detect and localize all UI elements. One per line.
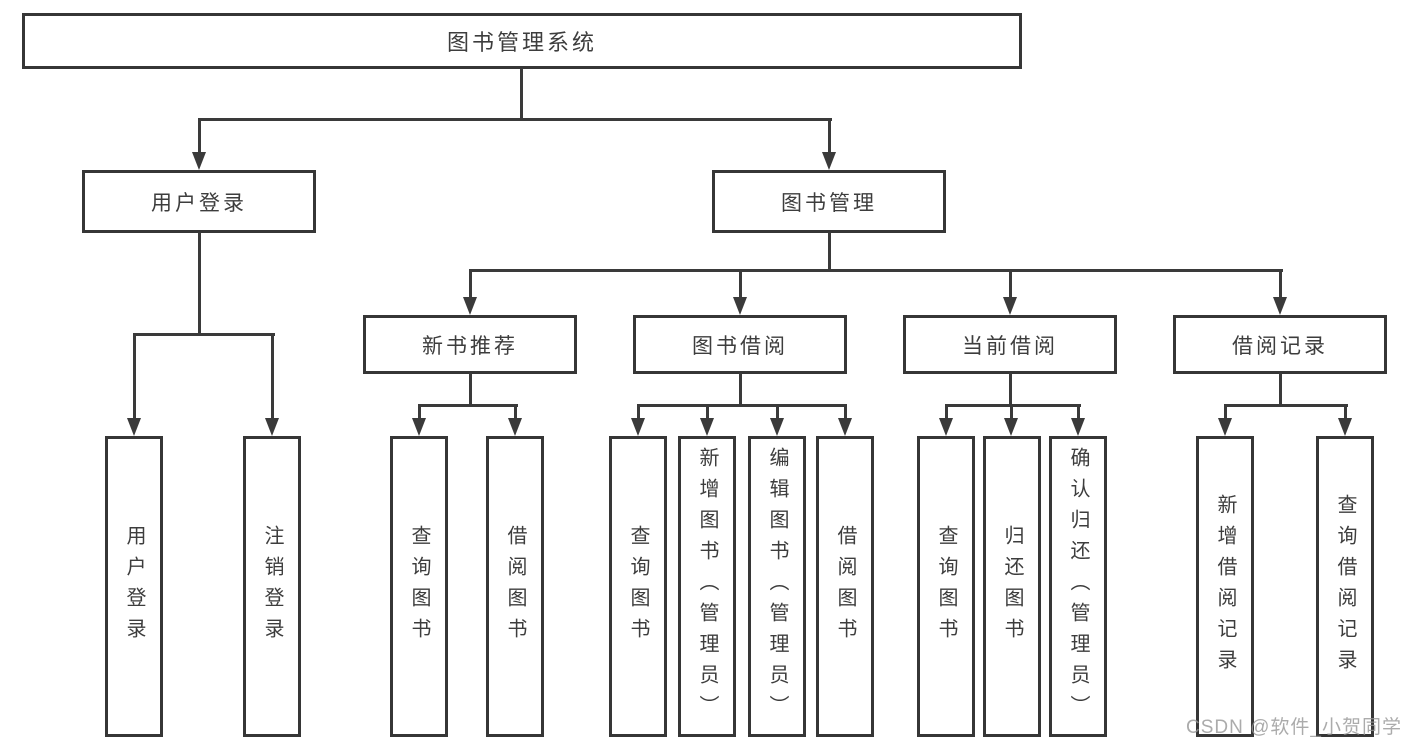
node-label: 查询图书 — [627, 524, 649, 649]
connector-line — [739, 269, 742, 299]
connector-line — [1077, 404, 1080, 420]
node-label: 新书推荐 — [422, 334, 518, 358]
arrow-down-icon — [265, 418, 279, 436]
leaf-add-borrow-record: 新增借阅记录 — [1196, 436, 1254, 737]
connector-line — [945, 404, 1081, 407]
leaf-user-login: 用户登录 — [105, 436, 163, 737]
leaf-borrow-books: 借阅图书 — [816, 436, 874, 737]
connector-line — [828, 118, 831, 154]
connector-line — [198, 118, 201, 154]
node-label: 确认归还（管理员） — [1067, 447, 1089, 726]
connector-line — [198, 232, 201, 335]
node-label: 图书借阅 — [692, 334, 788, 358]
connector-line — [469, 269, 1283, 272]
leaf-query-books-borrowing: 查询图书 — [609, 436, 667, 737]
connector-line — [418, 404, 421, 420]
connector-line — [1344, 404, 1347, 420]
connector-line — [469, 269, 472, 299]
arrow-down-icon — [1071, 418, 1085, 436]
connector-line — [418, 404, 518, 407]
arrow-down-icon — [127, 418, 141, 436]
node-library-management-system: 图书管理系统 — [22, 13, 1022, 69]
arrow-down-icon — [192, 152, 206, 170]
node-label: 新增借阅记录 — [1214, 493, 1236, 680]
node-current-borrowing: 当前借阅 — [903, 315, 1117, 374]
connector-line — [133, 333, 275, 336]
connector-line — [637, 404, 847, 407]
leaf-add-books-admin: 新增图书（管理员） — [678, 436, 736, 737]
node-book-management: 图书管理 — [712, 170, 946, 233]
connector-line — [469, 373, 472, 407]
leaf-edit-books-admin: 编辑图书（管理员） — [748, 436, 806, 737]
arrow-down-icon — [631, 418, 645, 436]
connector-line — [1279, 269, 1282, 299]
connector-line — [1224, 404, 1227, 420]
connector-line — [133, 333, 136, 420]
connector-line — [514, 404, 517, 420]
arrow-down-icon — [733, 297, 747, 315]
node-label: 图书管理系统 — [446, 30, 597, 55]
arrow-down-icon — [822, 152, 836, 170]
connector-line — [828, 232, 831, 272]
connector-line — [776, 404, 779, 420]
csdn-watermark: CSDN @软件_小贺同学 — [1186, 717, 1402, 738]
node-label: 用户登录 — [123, 524, 145, 649]
connector-line — [1009, 373, 1012, 407]
node-label: 借阅图书 — [504, 524, 526, 649]
arrow-down-icon — [1004, 418, 1018, 436]
node-book-borrowing: 图书借阅 — [633, 315, 847, 374]
leaf-confirm-return-admin: 确认归还（管理员） — [1049, 436, 1107, 737]
node-label: 编辑图书（管理员） — [766, 447, 788, 726]
node-label: 查询图书 — [408, 524, 430, 649]
node-label: 归还图书 — [1001, 524, 1023, 649]
arrow-down-icon — [939, 418, 953, 436]
connector-line — [198, 118, 832, 121]
leaf-logout: 注销登录 — [243, 436, 301, 737]
connector-line — [271, 333, 274, 420]
arrow-down-icon — [770, 418, 784, 436]
connector-line — [706, 404, 709, 420]
arrow-down-icon — [463, 297, 477, 315]
node-label: 查询图书 — [935, 524, 957, 649]
connector-line — [520, 68, 523, 120]
arrow-down-icon — [412, 418, 426, 436]
connector-line — [844, 404, 847, 420]
node-label: 查询借阅记录 — [1334, 493, 1356, 680]
arrow-down-icon — [838, 418, 852, 436]
node-label: 用户登录 — [151, 191, 247, 215]
leaf-query-books-current: 查询图书 — [917, 436, 975, 737]
node-label: 当前借阅 — [962, 334, 1058, 358]
arrow-down-icon — [700, 418, 714, 436]
arrow-down-icon — [1273, 297, 1287, 315]
arrow-down-icon — [1218, 418, 1232, 436]
connector-line — [945, 404, 948, 420]
leaf-borrow-books-recommend: 借阅图书 — [486, 436, 544, 737]
leaf-query-books-recommend: 查询图书 — [390, 436, 448, 737]
node-user-login: 用户登录 — [82, 170, 316, 233]
connector-line — [1010, 404, 1013, 420]
leaf-query-borrow-record: 查询借阅记录 — [1316, 436, 1374, 737]
leaf-return-books: 归还图书 — [983, 436, 1041, 737]
connector-line — [1279, 373, 1282, 407]
arrow-down-icon — [508, 418, 522, 436]
node-label: 借阅记录 — [1232, 334, 1328, 358]
node-new-book-recommendation: 新书推荐 — [363, 315, 577, 374]
node-label: 借阅图书 — [834, 524, 856, 649]
node-label: 新增图书（管理员） — [696, 447, 718, 726]
connector-line — [1224, 404, 1348, 407]
node-borrowing-records: 借阅记录 — [1173, 315, 1387, 374]
connector-line — [637, 404, 640, 420]
connector-line — [739, 373, 742, 407]
connector-line — [1009, 269, 1012, 299]
node-label: 注销登录 — [261, 524, 283, 649]
arrow-down-icon — [1003, 297, 1017, 315]
node-label: 图书管理 — [781, 191, 877, 215]
arrow-down-icon — [1338, 418, 1352, 436]
